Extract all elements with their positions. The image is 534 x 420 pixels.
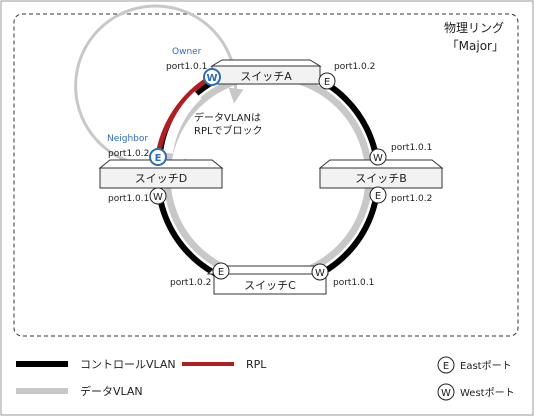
- port-d-west: W: [149, 187, 167, 205]
- switch-b: スイッチB: [318, 159, 444, 189]
- switch-a-top: [210, 59, 322, 67]
- switch-a: スイッチA: [210, 59, 322, 85]
- legend-control-vlan-label: コントロールVLAN: [80, 358, 176, 371]
- port-label-a-left: port1.0.1: [166, 62, 207, 72]
- legend-rpl-label: RPL: [246, 358, 267, 371]
- svg-text:W: W: [373, 153, 383, 164]
- annotation-line2: RPLでブロック: [194, 124, 263, 137]
- legend-west-port-label: Westポート: [460, 387, 515, 399]
- switch-c-label: スイッチC: [244, 279, 296, 292]
- ring-subtitle: 「Major」: [447, 39, 504, 53]
- port-label-d-bottom: port1.0.1: [108, 194, 149, 204]
- neighbor-label: Neighbor: [107, 134, 148, 144]
- legend: コントロールVLAN RPL データVLAN E Eastポート W Westポ…: [16, 356, 515, 401]
- switch-d-label: スイッチD: [135, 172, 187, 185]
- rpl-block-gap: [163, 91, 202, 154]
- port-a-east: E: [318, 72, 336, 90]
- port-b-west: W: [369, 148, 387, 166]
- port-c-west: W: [311, 263, 329, 281]
- port-a-west: W: [203, 68, 221, 86]
- legend-east-port-label: Eastポート: [460, 360, 512, 372]
- port-label-c-left: port1.0.2: [170, 278, 211, 288]
- svg-text:E: E: [324, 77, 330, 88]
- port-label-b-bottom: port1.0.2: [391, 194, 432, 204]
- port-label-c-right: port1.0.1: [333, 278, 374, 288]
- legend-west-port-icon: W: [437, 383, 455, 401]
- data-flow-arrow: [74, 4, 244, 168]
- port-label-d-top: port1.0.2: [108, 149, 149, 159]
- svg-text:W: W: [315, 268, 325, 279]
- switch-c-body: [213, 273, 327, 295]
- svg-text:W: W: [206, 73, 217, 84]
- port-label-b-top: port1.0.1: [391, 143, 432, 153]
- svg-text:E: E: [443, 361, 449, 372]
- switch-c: スイッチC: [206, 265, 330, 295]
- legend-east-port-icon: E: [437, 356, 455, 374]
- annotation-line1: データVLANは: [194, 111, 261, 124]
- legend-data-vlan-label: データVLAN: [80, 384, 143, 398]
- ring-title: 物理リング: [444, 21, 504, 35]
- port-b-east: E: [369, 186, 387, 204]
- rpl-segment: [155, 75, 212, 156]
- switch-b-label: スイッチB: [355, 172, 407, 185]
- owner-label: Owner: [172, 47, 202, 57]
- physical-ring-boundary: [13, 13, 519, 337]
- svg-text:E: E: [375, 191, 381, 202]
- svg-text:W: W: [441, 388, 451, 399]
- port-c-east: E: [212, 262, 230, 280]
- svg-text:W: W: [153, 192, 163, 203]
- svg-text:E: E: [218, 267, 224, 278]
- port-d-east: E: [149, 148, 167, 166]
- switch-a-label: スイッチA: [240, 70, 292, 83]
- svg-text:E: E: [155, 153, 162, 164]
- port-label-a-right: port1.0.2: [334, 62, 375, 72]
- switch-d: スイッチD: [98, 159, 224, 189]
- switch-d-body: [99, 167, 223, 189]
